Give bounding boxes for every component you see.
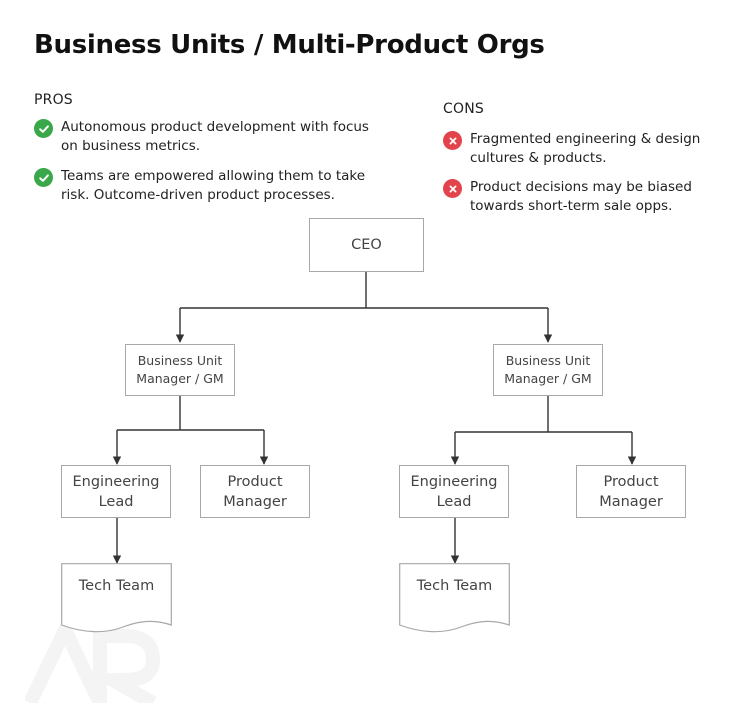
engineering-lead-node: Engineering Lead (399, 465, 509, 518)
cons-heading: CONS (443, 101, 484, 117)
product-manager-node: Product Manager (200, 465, 310, 518)
ceo-node: CEO (309, 218, 424, 272)
pros-item-text: Teams are empowered allowing them to tak… (61, 168, 366, 203)
page-title: Business Units / Multi-Product Orgs (34, 30, 545, 60)
pros-item-2: Teams are empowered allowing them to tak… (34, 167, 394, 205)
node-label: Tech Team (78, 578, 155, 594)
check-circle-icon (34, 119, 53, 138)
ceo-label: CEO (351, 237, 382, 253)
x-circle-icon (443, 131, 462, 150)
node-label: Business Unit Manager / GM (504, 353, 592, 386)
engineering-lead-node: Engineering Lead (61, 465, 171, 518)
tech-team-node: Tech Team (61, 563, 172, 635)
cons-item-1: Fragmented engineering & design cultures… (443, 130, 713, 168)
check-circle-icon (34, 168, 53, 187)
node-label: Tech Team (416, 578, 493, 594)
cons-item-text: Product decisions may be biased towards … (470, 179, 692, 214)
document-shape (61, 563, 172, 633)
node-label: Business Unit Manager / GM (136, 353, 224, 386)
cons-item-text: Fragmented engineering & design cultures… (470, 131, 701, 166)
pros-heading: PROS (34, 92, 73, 108)
x-circle-icon (443, 179, 462, 198)
business-unit-manager-node: Business Unit Manager / GM (493, 344, 603, 396)
pros-item-1: Autonomous product development with focu… (34, 118, 384, 156)
node-label: Engineering Lead (72, 473, 160, 510)
tech-team-node: Tech Team (399, 563, 510, 635)
document-shape (399, 563, 510, 633)
pros-item-text: Autonomous product development with focu… (61, 119, 369, 154)
logo-watermark (25, 618, 160, 703)
node-label: Product Manager (223, 473, 287, 510)
node-label: Engineering Lead (410, 473, 498, 510)
product-manager-node: Product Manager (576, 465, 686, 518)
business-unit-manager-node: Business Unit Manager / GM (125, 344, 235, 396)
node-label: Product Manager (599, 473, 663, 510)
cons-item-2: Product decisions may be biased towards … (443, 178, 713, 216)
